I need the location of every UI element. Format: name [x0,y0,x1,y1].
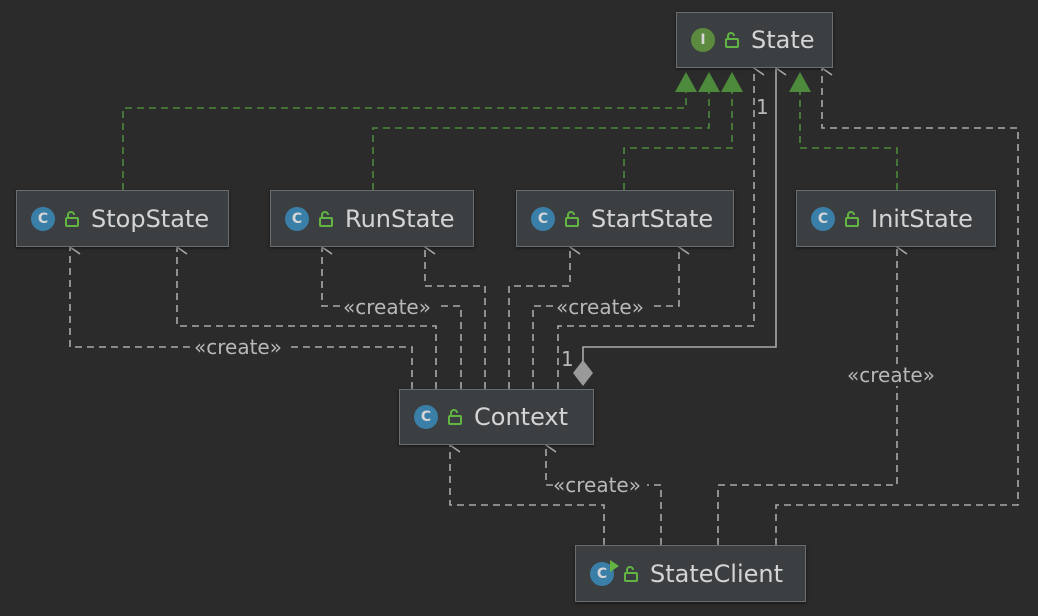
edge-context-depends-state [557,68,754,389]
stateclient-node-label: StateClient [650,559,784,588]
realization-edges [122,91,898,190]
edge-client-depends-state [775,68,1019,545]
edge-stopstate-implements-state [122,91,687,190]
class-icon-letter: C [596,565,608,582]
class-icon: C [414,405,438,429]
startstate-class-node[interactable]: C StartState [516,190,734,247]
edge-context-creates-stopstate-outer [70,247,413,389]
create-label-context: «create» [553,473,641,497]
realization-arrow-startstate [721,72,743,92]
stopstate-class-node[interactable]: C StopState [16,190,229,247]
state-interface-node[interactable]: I State [676,12,833,68]
unlocked-icon [624,565,638,582]
class-icon: C [285,206,309,231]
stateclient-class-node[interactable]: C StateClient [575,545,806,602]
edge-context-creates-startstate-outer [508,247,570,389]
unlocked-icon [565,210,579,227]
multiplicity-label-state: 1 [756,95,769,119]
interface-icon: I [691,28,715,52]
create-label-runstate: «create» [343,295,431,319]
multiplicity-label-context: 1 [561,347,574,371]
create-label-startstate: «create» [556,295,644,319]
context-class-node[interactable]: C Context [399,389,594,445]
runstate-node-label: RunState [345,204,455,233]
unlocked-icon [845,210,859,227]
realization-arrowheads [675,72,811,92]
edge-context-creates-runstate-outer [322,247,462,389]
edge-runstate-implements-state [372,91,710,190]
edge-startstate-implements-state [623,91,733,190]
realization-arrow-initstate [789,72,811,92]
composition-diamond [573,360,593,386]
class-icon: C [531,206,555,231]
realization-arrow-stopstate [675,72,697,92]
unlocked-icon [725,32,739,48]
unlocked-icon [319,210,333,227]
edge-client-creates-context-inner [546,445,662,545]
run-marker-icon [610,559,619,572]
realization-arrow-runstate [698,72,720,92]
dependency-edges [70,68,1019,545]
startstate-node-label: StartState [591,204,714,233]
class-icon: C [811,206,835,231]
unlocked-icon [448,409,462,425]
runnable-class-icon: C [590,559,619,586]
edge-context-composition-state [582,68,776,372]
edge-context-creates-runstate-inner [425,247,486,389]
context-node-label: Context [474,403,569,431]
initstate-node-label: InitState [871,204,973,233]
create-label-initstate: «create» [847,363,935,387]
runstate-class-node[interactable]: C RunState [270,190,474,247]
edge-context-creates-stopstate-inner [177,247,437,389]
edge-initstate-implements-state [799,91,898,190]
edge-client-creates-initstate [717,247,897,545]
stopstate-node-label: StopState [91,204,210,233]
create-label-stopstate: «create» [194,335,282,359]
state-node-label: State [751,26,815,54]
class-icon: C [31,206,55,231]
initstate-class-node[interactable]: C InitState [796,190,996,247]
unlocked-icon [65,210,79,227]
